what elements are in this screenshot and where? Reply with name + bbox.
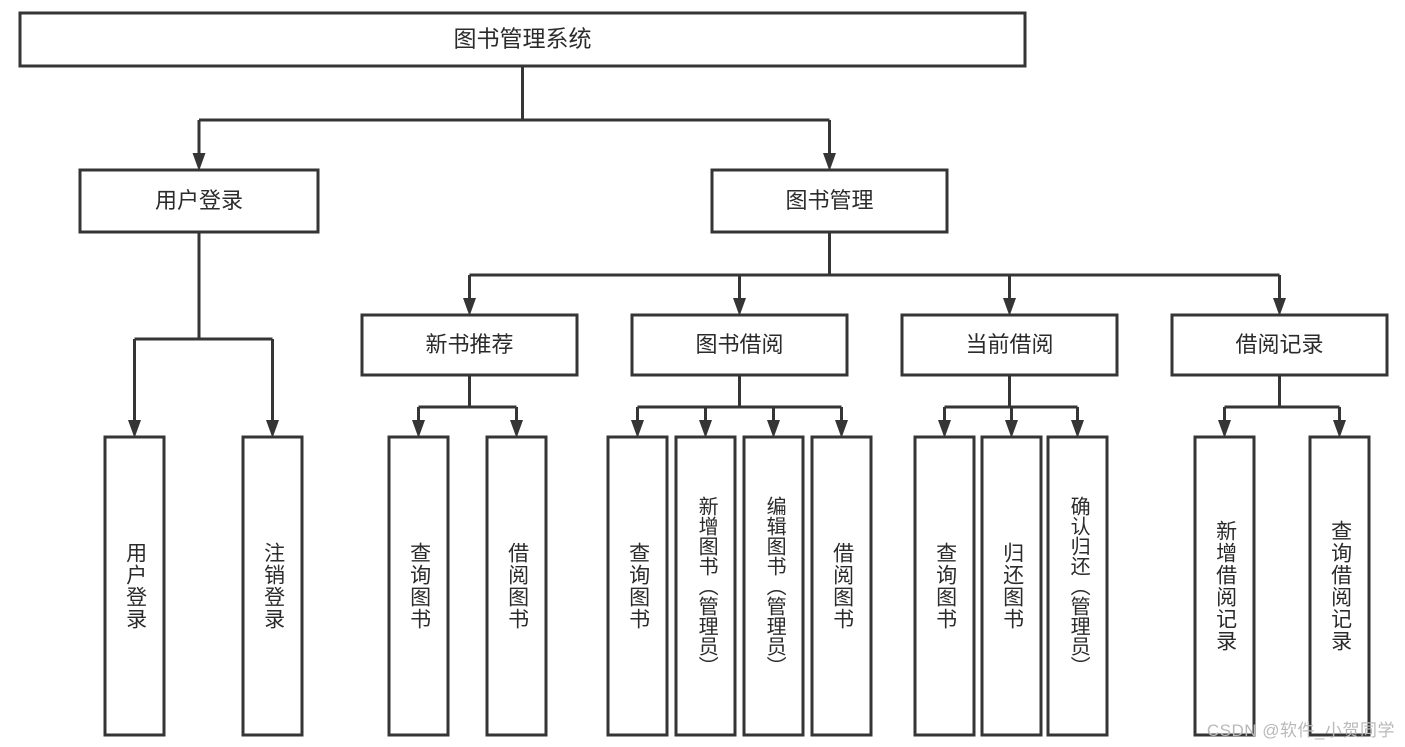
node-box-current_borrow[interactable] xyxy=(900,313,1119,377)
arrow-head-leaf_br_add xyxy=(1218,420,1231,438)
arrow-head-leaf_cb_query xyxy=(938,420,951,438)
node-label-book_mgmt: 图书管理 xyxy=(785,188,873,213)
arrow-head-leaf_bb_borrow xyxy=(835,420,848,438)
arrow-head-leaf_cb_confirm xyxy=(1071,420,1084,438)
arrow-head-leaf_rec_query xyxy=(412,420,425,438)
node-box-root[interactable] xyxy=(18,11,1027,68)
arrow-head-leaf_cb_return xyxy=(1005,420,1018,438)
arrow-head-user_login xyxy=(192,153,206,171)
arrow-head-leaf_bb_add xyxy=(699,420,712,438)
arrow-head-leaf_bb_edit xyxy=(767,420,780,438)
node-box-leaf_br_query[interactable] xyxy=(1308,435,1371,737)
node-box-book_mgmt[interactable] xyxy=(710,168,949,234)
node-box-borrow_record[interactable] xyxy=(1170,313,1389,377)
node-box-leaf_cb_confirm[interactable] xyxy=(1046,435,1109,737)
node-box-book_borrow[interactable] xyxy=(630,313,849,377)
node-label-user_login: 用户登录 xyxy=(155,188,243,213)
arrow-head-current_borrow xyxy=(1003,298,1016,316)
node-box-leaf_bb_borrow[interactable] xyxy=(810,435,873,737)
arrow-head-new_book_rec xyxy=(463,298,476,316)
node-box-leaf_user_logout[interactable] xyxy=(241,435,304,737)
node-label-current_borrow: 当前借阅 xyxy=(965,332,1053,357)
node-box-leaf_rec_borrow[interactable] xyxy=(485,435,548,737)
arrow-head-leaf_rec_borrow xyxy=(510,420,523,438)
arrow-head-book_borrow xyxy=(733,298,746,316)
arrow-head-leaf_bb_query xyxy=(631,420,644,438)
node-box-leaf_bb_add[interactable] xyxy=(674,435,737,737)
connector-layer xyxy=(128,66,1346,438)
node-box-user_login[interactable] xyxy=(78,168,320,234)
arrow-head-leaf_user_login xyxy=(128,420,141,438)
node-label-borrow_record: 借阅记录 xyxy=(1235,332,1323,357)
node-label-root: 图书管理系统 xyxy=(454,26,592,52)
node-box-leaf_cb_return[interactable] xyxy=(980,435,1043,737)
node-label-book_borrow: 图书借阅 xyxy=(695,332,783,357)
watermark-text: CSDN @软件_小贺同学 xyxy=(1206,721,1395,740)
arrow-head-leaf_user_logout xyxy=(266,420,279,438)
node-label-new_book_rec: 新书推荐 xyxy=(425,332,513,357)
node-box-leaf_user_login[interactable] xyxy=(103,435,166,737)
node-box-new_book_rec[interactable] xyxy=(360,313,579,377)
node-box-leaf_bb_query[interactable] xyxy=(606,435,669,737)
node-box-leaf_rec_query[interactable] xyxy=(387,435,450,737)
node-box-leaf_br_add[interactable] xyxy=(1193,435,1256,737)
arrow-head-book_mgmt xyxy=(823,153,836,171)
arrow-head-leaf_br_query xyxy=(1333,420,1346,438)
node-box-leaf_cb_query[interactable] xyxy=(913,435,976,737)
arrow-head-borrow_record xyxy=(1273,298,1286,316)
node-box-leaf_bb_edit[interactable] xyxy=(742,435,805,737)
node-layer xyxy=(18,11,1389,737)
